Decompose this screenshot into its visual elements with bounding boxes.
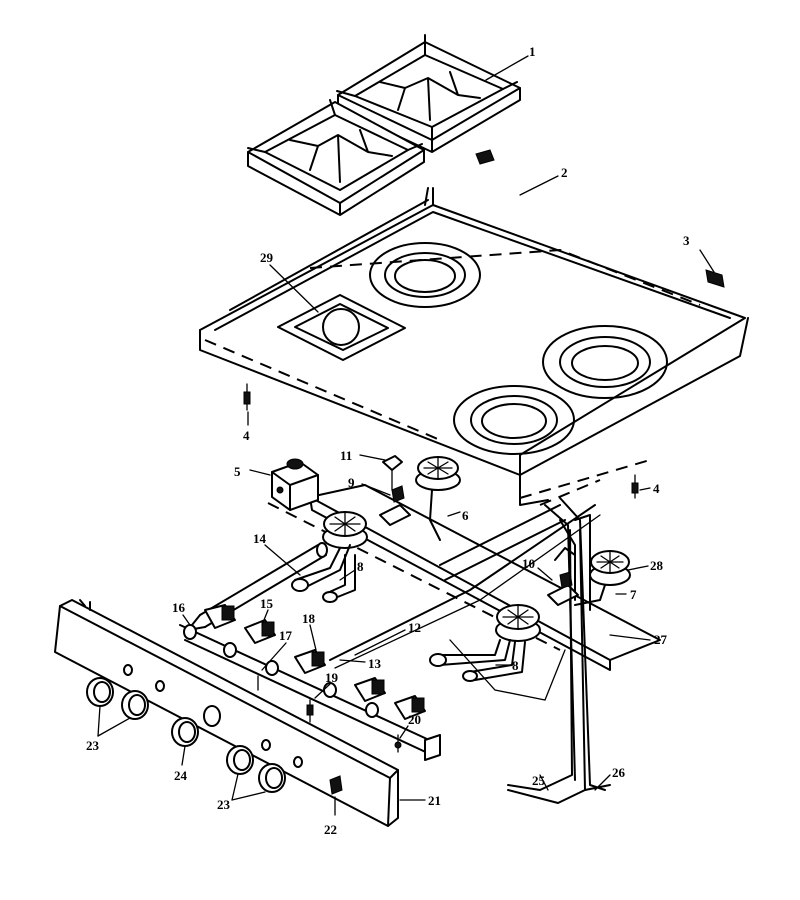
callout-7: 7: [630, 587, 637, 602]
callout-19: 19: [325, 670, 339, 685]
callout-23-left: 23: [86, 738, 100, 753]
callout-25: 25: [532, 773, 546, 788]
gas-lines: [329, 504, 601, 701]
callout-4-left: 4: [243, 428, 250, 443]
screw-right-icon: [631, 474, 639, 499]
clip-icon: [705, 269, 725, 288]
cooktop-surface: [199, 187, 749, 506]
callout-14: 14: [253, 531, 267, 546]
callout-5: 5: [234, 464, 241, 479]
clip-back-icon: [475, 149, 495, 165]
callout-2: 2: [561, 165, 568, 180]
callout-28: 28: [650, 558, 664, 573]
callout-20: 20: [408, 712, 421, 727]
callout-27: 27: [654, 632, 668, 647]
valves: [179, 604, 441, 761]
callout-1: 1: [529, 44, 536, 59]
burner-head-top: [415, 456, 461, 541]
callout-23-right: 23: [217, 797, 231, 812]
burner-tubes: [291, 544, 606, 682]
callout-13: 13: [368, 656, 382, 671]
grate-back: [336, 34, 521, 153]
callout-3: 3: [683, 233, 690, 248]
control-panel-icon: [54, 599, 399, 827]
screw-left-icon: [243, 383, 251, 411]
callout-8-right: 8: [512, 658, 519, 673]
manifold-pipe: [187, 542, 328, 631]
callout-15: 15: [260, 596, 274, 611]
callout-9: 9: [348, 475, 355, 490]
burner-head-left: [322, 511, 368, 549]
callout-21: 21: [428, 793, 441, 808]
valve-block-icon: [271, 458, 319, 511]
callout-29: 29: [260, 250, 274, 265]
callout-22: 22: [324, 822, 337, 837]
callout-16: 16: [172, 600, 186, 615]
burner-head-front: [495, 604, 541, 642]
callout-6: 6: [462, 508, 469, 523]
grate-front: [247, 99, 425, 216]
leader-lines: [97, 55, 715, 816]
callout-4-right: 4: [653, 481, 660, 496]
callout-12: 12: [408, 620, 421, 635]
callout-18: 18: [302, 611, 316, 626]
callout-11: 11: [340, 448, 352, 463]
brackets: [379, 455, 579, 606]
callout-24: 24: [174, 768, 188, 783]
callout-8-left: 8: [357, 559, 364, 574]
callout-10: 10: [522, 556, 535, 571]
callout-17: 17: [279, 628, 293, 643]
burner-head-right: [589, 550, 631, 586]
callout-26: 26: [612, 765, 626, 780]
